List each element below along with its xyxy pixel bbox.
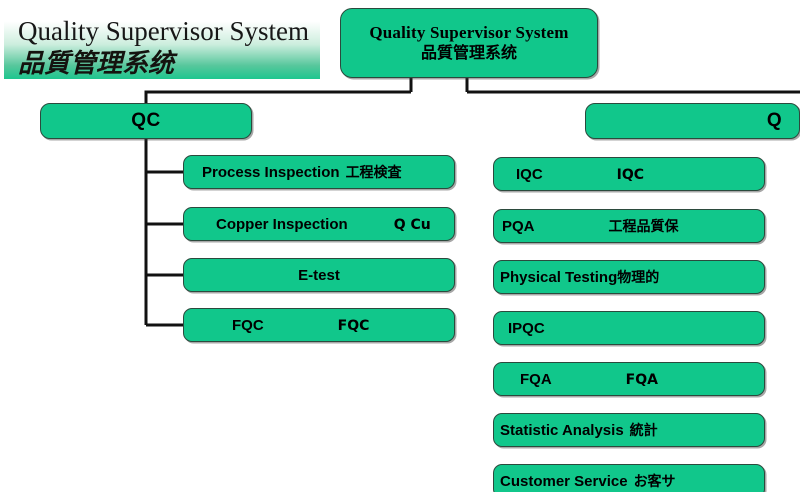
node-iqc[interactable]: IQC IQC [493,157,765,191]
fqa-label: FQA FQA [494,371,658,388]
physical-testing-cn: 物理的 [617,270,660,286]
copper-inspection-label: Copper Inspection Q Cu [184,216,431,233]
fqc-label: FQC FQC [184,317,369,334]
node-ipqc[interactable]: IPQC [493,311,765,345]
customer-service-cn: お客サ [633,474,676,490]
fqa-cn: FQA [625,371,658,388]
root-label-en: Quality Supervisor System [369,23,569,42]
slide-title-banner: Quality Supervisor System 品質管理系统 [4,12,320,79]
statistic-analysis-en: Statistic Analysis [500,422,624,439]
fqa-en: FQA [520,370,552,388]
branch-qc-label: QC [131,110,161,131]
statistic-analysis-cn: 統計 [629,423,658,439]
iqc-cn: IQC [616,166,645,183]
fqc-en: FQC [232,316,264,334]
pqa-en: PQA [502,218,535,235]
physical-testing-en: Physical Testing [500,269,618,286]
copper-inspection-en: Copper Inspection [216,215,348,233]
node-fqc[interactable]: FQC FQC [183,308,455,342]
statistic-analysis-label: Statistic Analysis 統計 [494,420,658,440]
node-fqa[interactable]: FQA FQA [493,362,765,396]
node-e-test[interactable]: E-test [183,258,455,292]
customer-service-label: Customer Service お客サ [494,471,676,491]
node-customer-service[interactable]: Customer Service お客サ [493,464,765,492]
pqa-label: PQA 工程品質保 [494,216,679,236]
branch-qa-label: Q [766,110,783,131]
banner-title-cn: 品質管理系统 [18,49,175,78]
node-branch-qc[interactable]: QC [40,103,252,139]
iqc-en: IQC [516,165,543,183]
node-statistic-analysis[interactable]: Statistic Analysis 統計 [493,413,765,447]
iqc-label: IQC IQC [494,166,644,183]
customer-service-en: Customer Service [500,473,628,490]
node-branch-qa[interactable]: Q [585,103,800,139]
physical-testing-label: Physical Testing 物理的 [494,267,659,287]
node-process-inspection[interactable]: Process Inspection 工程検査 [183,155,455,189]
node-physical-testing[interactable]: Physical Testing 物理的 [493,260,765,294]
ipqc-en: IPQC [508,319,545,337]
process-inspection-en: Process Inspection [202,164,340,181]
e-test-en: E-test [298,266,340,284]
ipqc-label: IPQC [494,320,545,337]
copper-inspection-cn: Q Cu [393,216,431,233]
fqc-cn: FQC [337,317,370,334]
e-test-label: E-test [298,267,340,284]
process-inspection-cn: 工程検査 [345,165,402,181]
node-root-quality-supervisor-system[interactable]: Quality Supervisor System 品質管理系统 [340,8,598,78]
node-copper-inspection[interactable]: Copper Inspection Q Cu [183,207,455,241]
node-pqa[interactable]: PQA 工程品質保 [493,209,765,243]
process-inspection-label: Process Inspection 工程検査 [184,162,402,182]
banner-title-en: Quality Supervisor System [18,16,309,46]
root-label-cn: 品質管理系统 [420,45,517,62]
pqa-cn: 工程品質保 [608,219,679,235]
